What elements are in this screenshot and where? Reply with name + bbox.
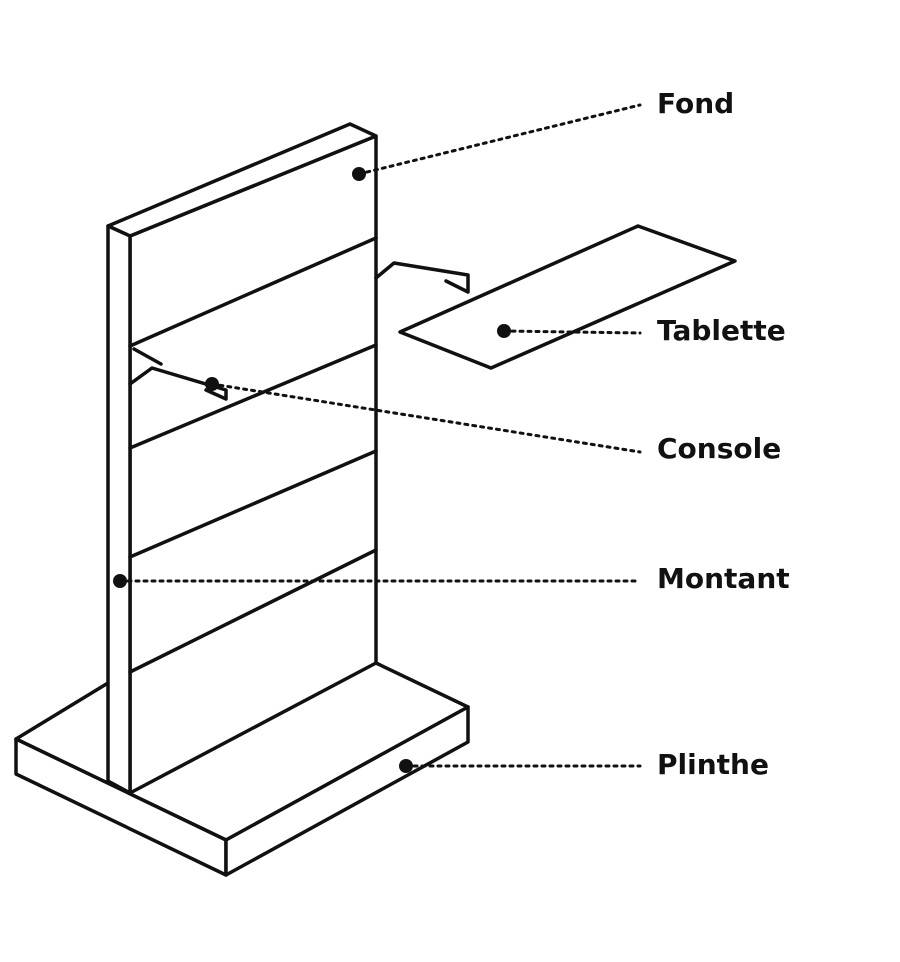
tablette-shelf <box>398 224 737 370</box>
dot-plinthe <box>399 759 413 773</box>
leader-fond <box>357 103 642 176</box>
label-plinthe: Plinthe <box>657 748 769 781</box>
fond-back-panel <box>106 122 378 795</box>
dot-fond <box>352 167 366 181</box>
label-montant: Montant <box>657 562 790 595</box>
console-bracket <box>374 261 470 294</box>
label-fond: Fond <box>657 87 735 120</box>
dot-tablette <box>497 324 511 338</box>
label-console: Console <box>657 432 782 465</box>
lower-shelf-outline <box>128 347 228 401</box>
leader-tablette <box>502 329 642 335</box>
leader-lines <box>118 103 642 768</box>
dot-montant <box>113 574 127 588</box>
panel-slats <box>128 236 378 674</box>
label-tablette: Tablette <box>657 314 786 347</box>
dot-console <box>205 377 219 391</box>
leader-console <box>210 382 642 454</box>
callout-dots <box>113 167 511 773</box>
